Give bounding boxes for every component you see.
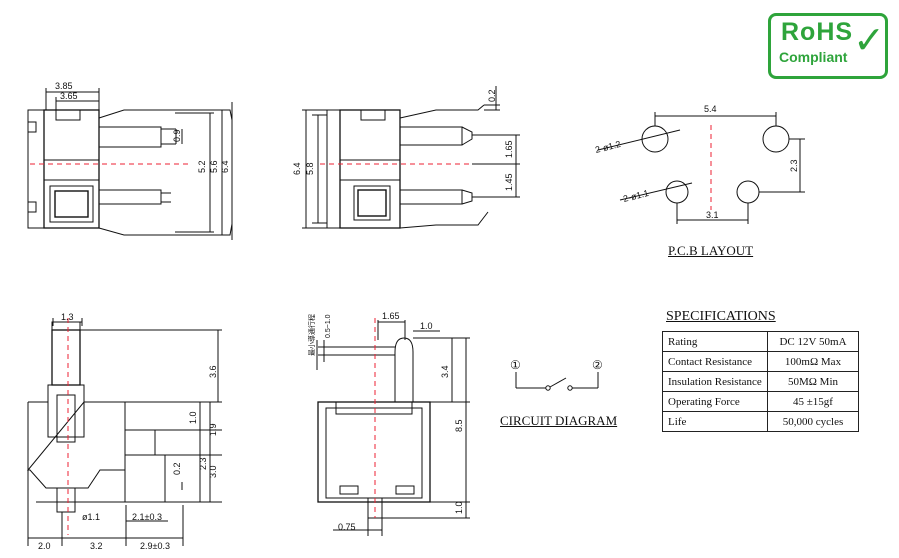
pcb-layout-title: P.C.B LAYOUT [668, 243, 754, 258]
dim-0-9: 0.9 [172, 129, 182, 142]
rohs-logo-text: RoHS [781, 18, 854, 46]
top-view-2 [302, 86, 520, 229]
dim-hole-1-1: ø1.1 [82, 512, 100, 522]
hole-label-1-2: 2-ø1.2 [594, 139, 622, 155]
dim-2-3-b: 2.3 [198, 457, 208, 470]
dim-5-8: 5.8 [305, 162, 315, 175]
side-note: 最小導通行程 [307, 314, 316, 356]
dim-0-2-b: 0.2 [172, 462, 182, 475]
circuit-diagram-title: CIRCUIT DIAGRAM [500, 413, 618, 428]
dim-2-9: 2.9±0.3 [140, 541, 170, 551]
dim-1-3: 1.3 [61, 312, 74, 322]
dim-3-6: 3.6 [208, 365, 218, 378]
spec-value: 50,000 cycles [767, 411, 859, 432]
rohs-compliant-text: Compliant [779, 49, 848, 65]
spec-value: 50MΩ Min [767, 371, 859, 392]
dim-3-65: 3.65 [60, 91, 78, 101]
dim-3-0: 3.0 [208, 465, 218, 478]
dim-5-2: 5.2 [197, 160, 207, 173]
dim-5-4: 5.4 [704, 104, 717, 114]
hole-label-1-1: 2-ø1.1 [622, 188, 650, 204]
dim-0-2: 0.2 [487, 89, 497, 102]
dim-2-1: 2.1±0.3 [132, 512, 162, 522]
specifications-title: SPECIFICATIONS [666, 309, 776, 324]
spec-label: Life [662, 411, 768, 432]
dim-1-45: 1.45 [504, 173, 514, 191]
circuit-pin-1: ① [510, 358, 521, 372]
dim-1-65: 1.65 [504, 140, 514, 158]
dim-8-5: 8.5 [454, 419, 464, 432]
spec-label: Operating Force [662, 391, 768, 412]
dim-1-65-b: 1.65 [382, 311, 400, 321]
spec-value: DC 12V 50mA [767, 331, 859, 352]
dim-1-9: 1.9 [208, 423, 218, 436]
circuit-symbol [515, 372, 599, 391]
dim-2-3: 2.3 [789, 159, 799, 172]
pcb-layout [597, 112, 805, 224]
dim-6-4-b: 6.4 [292, 162, 302, 175]
dim-3-2: 3.2 [90, 541, 103, 551]
dim-2-0: 2.0 [38, 541, 51, 551]
dim-3-1: 3.1 [706, 210, 719, 220]
side-view [316, 318, 470, 536]
front-view [26, 318, 222, 546]
dim-5-6: 5.6 [209, 160, 219, 173]
dim-1-0-a: 1.0 [188, 411, 198, 424]
dim-1-0-c: 1.0 [454, 501, 464, 514]
dim-6-4: 6.4 [220, 160, 230, 173]
spec-label: Insulation Resistance [662, 371, 768, 392]
spec-value: 45 ±15gf [767, 391, 859, 412]
spec-label: Contact Resistance [662, 351, 768, 372]
top-view-1 [27, 88, 233, 240]
dim-1-0-b: 1.0 [420, 321, 433, 331]
checkmark-icon: ✓ [853, 20, 885, 62]
dim-3-85: 3.85 [55, 81, 73, 91]
side-note-range: 0.5~1.0 [325, 314, 332, 338]
rohs-logo: RoHS Compliant ✓ [768, 13, 888, 79]
circuit-pin-2: ② [592, 358, 603, 372]
dim-3-4: 3.4 [440, 365, 450, 378]
spec-label: Rating [662, 331, 768, 352]
dim-0-75: 0.75 [338, 522, 356, 532]
spec-value: 100mΩ Max [767, 351, 859, 372]
